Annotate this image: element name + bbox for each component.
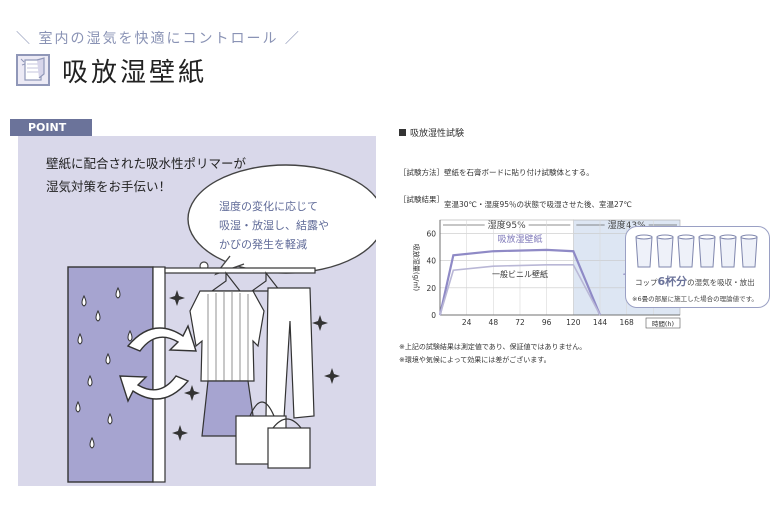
pants: [265, 287, 315, 419]
tagline: ＼ 室内の湿気を快適にコントロール ／: [16, 31, 301, 47]
water-cup-icon: [719, 234, 737, 268]
wall-board: [67, 266, 154, 483]
x-axis-label-box: [645, 317, 681, 329]
closet-illustration: [67, 164, 376, 483]
wallpaper-roll-icon: [16, 54, 50, 86]
bubble-line-3: かびの発生を軽減: [219, 238, 307, 251]
result-label: ［試験結果］: [399, 195, 444, 204]
cup-caption: コップ6杯分の湿気を吸収・放出: [635, 273, 755, 289]
cup-callout: [625, 226, 770, 308]
hanging-rod: [164, 267, 316, 274]
handbag: [235, 401, 311, 469]
test-heading: 吸放湿性試験: [399, 126, 464, 139]
series-label-0: 吸放湿壁紙: [497, 233, 542, 245]
x-tick-label-144: 144: [593, 318, 608, 327]
x-tick-label-72: 72: [515, 318, 525, 327]
phase-band-0: [439, 219, 574, 316]
phase-label-0: 湿度95%: [488, 219, 526, 231]
x-tick-label-120: 120: [566, 318, 581, 327]
title-row: 吸放湿壁紙: [16, 52, 207, 88]
note-line-2: ※環境や気候によって効果には差がございます。: [399, 356, 551, 364]
method-line-1: ［試験方法］壁紙を石膏ボードに貼り付け試験体とする。: [399, 168, 594, 177]
message-line-2: 湿気対策をお手伝い！: [46, 179, 172, 194]
bubble-line-1: 湿度の変化に応じて: [219, 200, 318, 213]
y-tick-label-40: 40: [426, 257, 436, 266]
panel-message: 壁紙に配合された吸水性ポリマーが 湿気対策をお手伝い！: [46, 152, 246, 198]
message-line-1: 壁紙に配合された吸水性ポリマーが: [46, 156, 247, 171]
water-cup-icon: [698, 234, 716, 268]
shirt: [189, 290, 265, 437]
cup-caption-pre: コップ: [635, 278, 658, 287]
y-axis-label: 吸放湿量(g/㎡): [412, 244, 421, 292]
test-notes: ※上記の試験結果は測定値であり、保証値ではありません。 ※環境や気候によって効果…: [399, 341, 586, 367]
cups-group: [635, 234, 758, 268]
bubble-text: 湿度の変化に応じて 吸湿・放湿し、結露や かびの発生を軽減: [219, 197, 329, 254]
sparkles: [169, 290, 340, 441]
water-cup-icon: [656, 234, 674, 268]
y-tick-label-0: 0: [431, 311, 436, 320]
circulation-arrows: [119, 324, 197, 403]
page-title: 吸放湿壁紙: [62, 57, 208, 88]
water-cup-icon: [677, 234, 695, 268]
x-tick-label-96: 96: [542, 318, 552, 327]
method-line-2: 室温30℃・湿度95％の状態で吸湿させた後、室温27℃: [399, 199, 632, 209]
series-line-1: [439, 263, 601, 316]
cup-note: ※6畳の部屋に施工した場合の理論値です。: [632, 295, 758, 303]
x-tick-label-24: 24: [462, 318, 472, 327]
x-axis-label: 時間(h): [652, 320, 674, 328]
point-tab: POINT: [10, 119, 92, 136]
cup-caption-post: の湿気を吸収・放出: [687, 278, 755, 287]
series-line-0: [438, 248, 602, 316]
heading-square-icon: [399, 129, 406, 136]
y-tick-label-60: 60: [426, 230, 436, 239]
water-cup-icon: [635, 234, 653, 268]
x-tick-label-168: 168: [620, 318, 635, 327]
x-tick-label-48: 48: [489, 318, 499, 327]
water-cup-icon: [740, 234, 758, 268]
bubble-line-2: 吸湿・放湿し、結露や: [219, 219, 329, 232]
test-heading-text: 吸放湿性試験: [410, 129, 465, 139]
note-line-1: ※上記の試験結果は測定値であり、保証値ではありません。: [399, 343, 587, 351]
series-label-1: 一般ビニル壁紙: [492, 269, 548, 279]
cup-caption-count: 6杯分: [657, 275, 688, 288]
y-tick-label-20: 20: [426, 284, 436, 293]
